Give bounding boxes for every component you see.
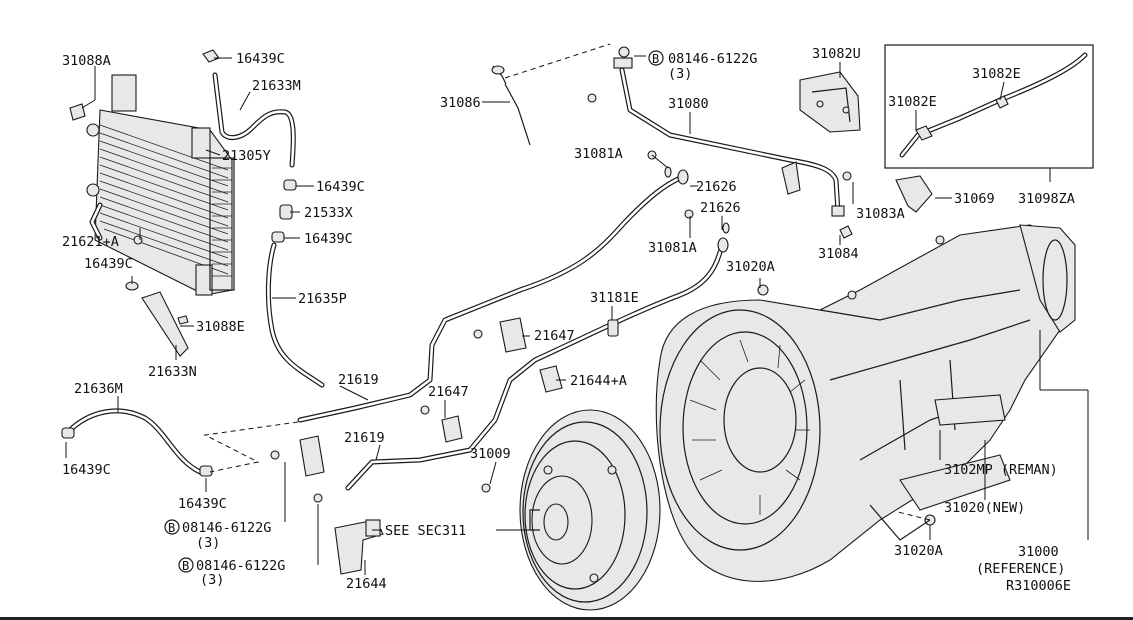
label-31020-new: 31020(NEW)	[944, 500, 1025, 516]
label-31083A: 31083A	[856, 206, 905, 222]
label-31084: 31084	[818, 246, 859, 262]
label-16439C-top: 16439C	[236, 51, 285, 67]
label-31098ZA: 31098ZA	[1018, 191, 1075, 207]
pipe-assembly-box-31098ZA	[884, 44, 1094, 169]
label-21636M: 21636M	[74, 381, 123, 397]
torque-converter	[519, 409, 661, 611]
bolt-symbol-mid: B	[168, 521, 175, 535]
label-21633M: 21633M	[252, 78, 301, 94]
label-31020A-upper: 31020A	[726, 259, 775, 275]
label-16439C-middle: 16439C	[304, 231, 353, 247]
label-31181E: 31181E	[590, 290, 639, 306]
label-31082E-right: 31082E	[972, 66, 1021, 82]
label-08146-mid-qty: (3)	[196, 535, 220, 551]
label-08146-top: 08146-6122G	[668, 51, 757, 67]
label-31000: 31000	[1018, 544, 1059, 560]
drawing-number: R310006E	[1006, 578, 1071, 594]
label-08146-mid: 08146-6122G	[182, 520, 271, 536]
label-31081A-lower: 31081A	[648, 240, 697, 256]
label-31088A: 31088A	[62, 53, 111, 69]
label-08146-bottom-qty: (3)	[200, 572, 224, 588]
label-16439C-left: 16439C	[84, 256, 133, 272]
dashed-alignment-lines	[203, 43, 931, 521]
bolt-symbol-bottom: B	[182, 559, 189, 573]
bottom-border-rule	[0, 617, 1133, 620]
label-31080: 31080	[668, 96, 709, 112]
label-31081A-upper: 31081A	[574, 146, 623, 162]
label-31086: 31086	[440, 95, 481, 111]
label-21621A: 21621+A	[62, 234, 119, 250]
label-16439C-upper: 16439C	[316, 179, 365, 195]
oil-cooler-illustration	[69, 74, 235, 296]
label-31082E-left: 31082E	[888, 94, 937, 110]
label-3102MP-reman: 3102MP (REMAN)	[944, 462, 1058, 478]
label-31009: 31009	[470, 446, 511, 462]
cooler-pipes-21619	[297, 166, 730, 491]
label-21619-upper: 21619	[338, 372, 379, 388]
label-21533X: 21533X	[304, 205, 353, 221]
label-16439C-lower-left: 16439C	[62, 462, 111, 478]
bolt-symbols	[164, 50, 664, 573]
label-31020A-lower: 31020A	[894, 543, 943, 559]
label-reference: (REFERENCE)	[976, 561, 1065, 577]
cooler-hoses	[61, 49, 325, 477]
label-21644: 21644	[346, 576, 387, 592]
label-21644A: 21644+A	[570, 373, 627, 389]
label-21626-upper: 21626	[696, 179, 737, 195]
label-31088E: 31088E	[196, 319, 245, 335]
bracket-31082U	[799, 71, 861, 133]
label-08146-top-qty: (3)	[668, 66, 692, 82]
label-21626-lower: 21626	[700, 200, 741, 216]
label-21647-lower: 21647	[428, 384, 469, 400]
label-08146-bottom: 08146-6122G	[196, 558, 285, 574]
label-see-sec311: SEE SEC311	[385, 523, 466, 539]
label-21635P: 21635P	[298, 291, 347, 307]
dipstick	[491, 65, 531, 146]
label-31082U: 31082U	[812, 46, 861, 62]
label-21633N: 21633N	[148, 364, 197, 380]
label-16439C-lower: 16439C	[178, 496, 227, 512]
cooler-pipe-31080	[613, 46, 852, 217]
transmission-assembly	[655, 224, 1076, 582]
bolt-symbol-top: B	[652, 52, 659, 66]
label-31069: 31069	[954, 191, 995, 207]
label-21647-upper: 21647	[534, 328, 575, 344]
label-21619-lower: 21619	[344, 430, 385, 446]
leader-lines	[65, 55, 1089, 575]
label-21305Y: 21305Y	[222, 148, 271, 164]
